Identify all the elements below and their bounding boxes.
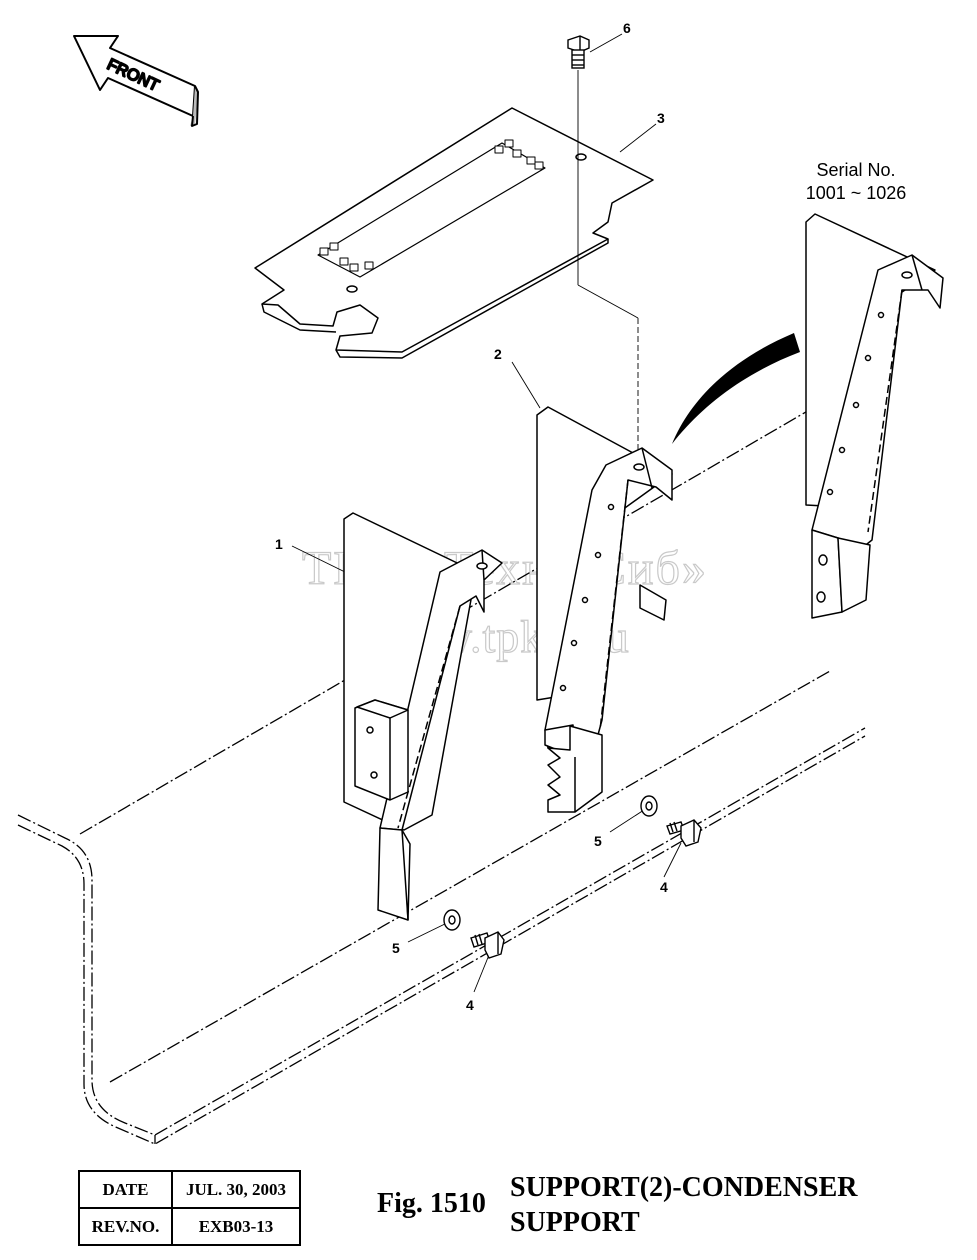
figure-title-line2: SUPPORT: [510, 1207, 640, 1238]
date-value: JUL. 30, 2003: [171, 1170, 301, 1209]
rev-label: REV.NO.: [78, 1207, 173, 1246]
bolt-4-left: [470, 931, 505, 959]
detail-support-serial: [805, 213, 944, 619]
date-label: DATE: [78, 1170, 173, 1209]
callout-4-right: 4: [660, 879, 668, 895]
callout-4-left: 4: [466, 997, 474, 1013]
support-2: [536, 406, 673, 813]
support-1: [343, 512, 503, 921]
detail-pointer: [672, 333, 800, 444]
title-block: DATE JUL. 30, 2003 REV.NO. EXB03-13: [78, 1170, 301, 1246]
bolt-4-right: [666, 819, 702, 847]
callout-1: 1: [275, 536, 283, 552]
washer-5-left: [443, 909, 461, 931]
chassis-frame: [17, 397, 866, 1145]
serial-label: Serial No.: [816, 160, 895, 180]
callout-6: 6: [623, 20, 631, 36]
figure-number: Fig. 1510: [377, 1188, 486, 1219]
callout-5-left: 5: [392, 940, 400, 956]
callout-5-right: 5: [594, 833, 602, 849]
cover-plate-3: [254, 107, 654, 359]
callout-3: 3: [657, 110, 665, 126]
assembly-lines: [291, 33, 682, 993]
rev-value: EXB03-13: [171, 1207, 301, 1246]
bolt-6: [567, 35, 590, 69]
serial-range: 1001 ~ 1026: [806, 183, 907, 203]
washer-5-right: [640, 795, 658, 817]
figure-title: SUPPORT(2)-CONDENSER SUPPORT: [510, 1170, 857, 1240]
callout-2: 2: [494, 346, 502, 362]
callouts: 6 3 2 1 5 4 5 4 Serial No. 1001 ~ 1026: [275, 20, 906, 1013]
front-arrow: FRONT: [73, 35, 199, 127]
figure-title-line1: SUPPORT(2)-CONDENSER: [510, 1172, 858, 1203]
